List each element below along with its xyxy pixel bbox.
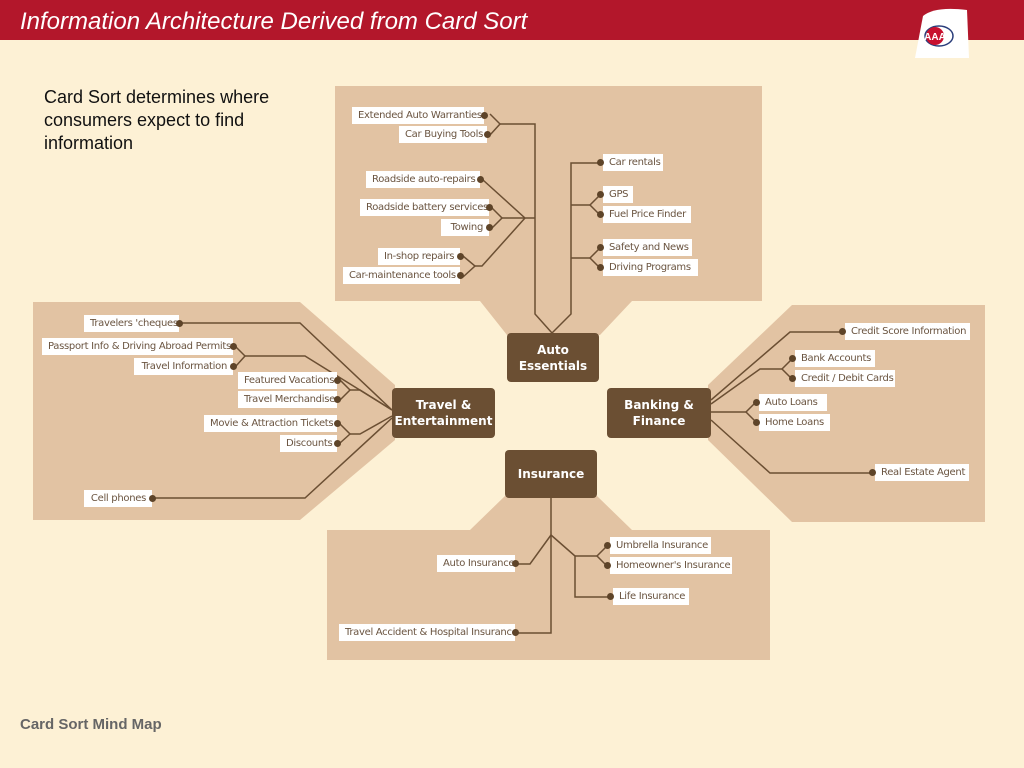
connector-dot	[597, 191, 604, 198]
card-label[interactable]: Homeowner's Insurance	[610, 557, 732, 574]
connector-lines	[155, 113, 872, 634]
card-label[interactable]: Car rentals	[603, 154, 663, 171]
connector-dot	[486, 204, 493, 211]
card-label[interactable]: Travel Information	[134, 358, 233, 375]
connector-dot	[597, 211, 604, 218]
connector-dot	[753, 399, 760, 406]
card-label[interactable]: Auto Loans	[759, 394, 827, 411]
connector-dot	[789, 355, 796, 362]
connector-dot	[839, 328, 846, 335]
slide-header: Information Architecture Derived from Ca…	[0, 0, 1024, 40]
card-label[interactable]: Auto Insurance	[437, 555, 515, 572]
card-label[interactable]: Discounts	[280, 435, 337, 452]
connector-dot	[457, 253, 464, 260]
card-label[interactable]: Umbrella Insurance	[610, 537, 711, 554]
card-label[interactable]: Bank Accounts	[795, 350, 875, 367]
connector-dot	[334, 396, 341, 403]
connector-dot	[334, 440, 341, 447]
card-label[interactable]: Real Estate Agent	[875, 464, 969, 481]
connector-dot	[149, 495, 156, 502]
card-label[interactable]: Roadside auto-repairs	[366, 171, 480, 188]
connector-dot	[457, 272, 464, 279]
connector-dot	[512, 560, 519, 567]
connector-dot	[230, 363, 237, 370]
card-label[interactable]: Credit Score Information	[845, 323, 970, 340]
card-label[interactable]: Car Buying Tools	[399, 126, 487, 143]
node-insurance[interactable]: Insurance	[505, 450, 597, 498]
svg-text:AAA: AAA	[924, 32, 946, 43]
card-label[interactable]: Travelers 'cheques	[84, 315, 179, 332]
connector-dot	[481, 112, 488, 119]
card-label[interactable]: Safety and News	[603, 239, 692, 256]
node-auto-essentials[interactable]: Auto Essentials	[507, 333, 599, 382]
aaa-logo: AAA	[915, 8, 969, 58]
card-label[interactable]: In-shop repairs	[378, 248, 460, 265]
card-label[interactable]: GPS	[603, 186, 633, 203]
card-label[interactable]: Roadside battery services	[360, 199, 489, 216]
connector-dot	[789, 375, 796, 382]
connector-dot	[597, 264, 604, 271]
node-banking-finance[interactable]: Banking & Finance	[607, 388, 711, 438]
connector-dot	[869, 469, 876, 476]
card-label[interactable]: Fuel Price Finder	[603, 206, 691, 223]
card-label[interactable]: Life Insurance	[613, 588, 689, 605]
node-travel-entertainment[interactable]: Travel & Entertainment	[392, 388, 495, 438]
connector-dot	[597, 244, 604, 251]
footer-caption: Card Sort Mind Map	[20, 716, 162, 733]
connector-dot	[753, 419, 760, 426]
travel-panel	[33, 302, 395, 520]
connector-dot	[512, 629, 519, 636]
intro-text: Card Sort determines where consumers exp…	[44, 87, 270, 153]
card-label[interactable]: Driving Programs	[603, 259, 698, 276]
card-label[interactable]: Movie & Attraction Tickets	[204, 415, 337, 432]
connector-dot	[477, 176, 484, 183]
card-label[interactable]: Cell phones	[84, 490, 152, 507]
card-label[interactable]: Passport Info & Driving Abroad Permits	[42, 338, 233, 355]
connector-dot	[334, 377, 341, 384]
connector-dot	[230, 343, 237, 350]
connector-dot	[597, 159, 604, 166]
connector-dot	[607, 593, 614, 600]
card-label[interactable]: Travel Merchandise	[238, 391, 337, 408]
connector-dot	[604, 542, 611, 549]
card-label[interactable]: Featured Vacations	[238, 372, 337, 389]
connector-dot	[334, 420, 341, 427]
connector-dot	[176, 320, 183, 327]
card-label[interactable]: Car-maintenance tools	[343, 267, 460, 284]
card-label[interactable]: Home Loans	[759, 414, 830, 431]
connector-dot	[486, 224, 493, 231]
card-label[interactable]: Towing	[441, 219, 489, 236]
card-label[interactable]: Extended Auto Warranties	[352, 107, 484, 124]
card-label[interactable]: Travel Accident & Hospital Insurance	[339, 624, 518, 641]
connector-dot	[484, 131, 491, 138]
connector-dot	[604, 562, 611, 569]
slide-title: Information Architecture Derived from Ca…	[20, 8, 528, 35]
card-label[interactable]: Credit / Debit Cards	[795, 370, 895, 387]
